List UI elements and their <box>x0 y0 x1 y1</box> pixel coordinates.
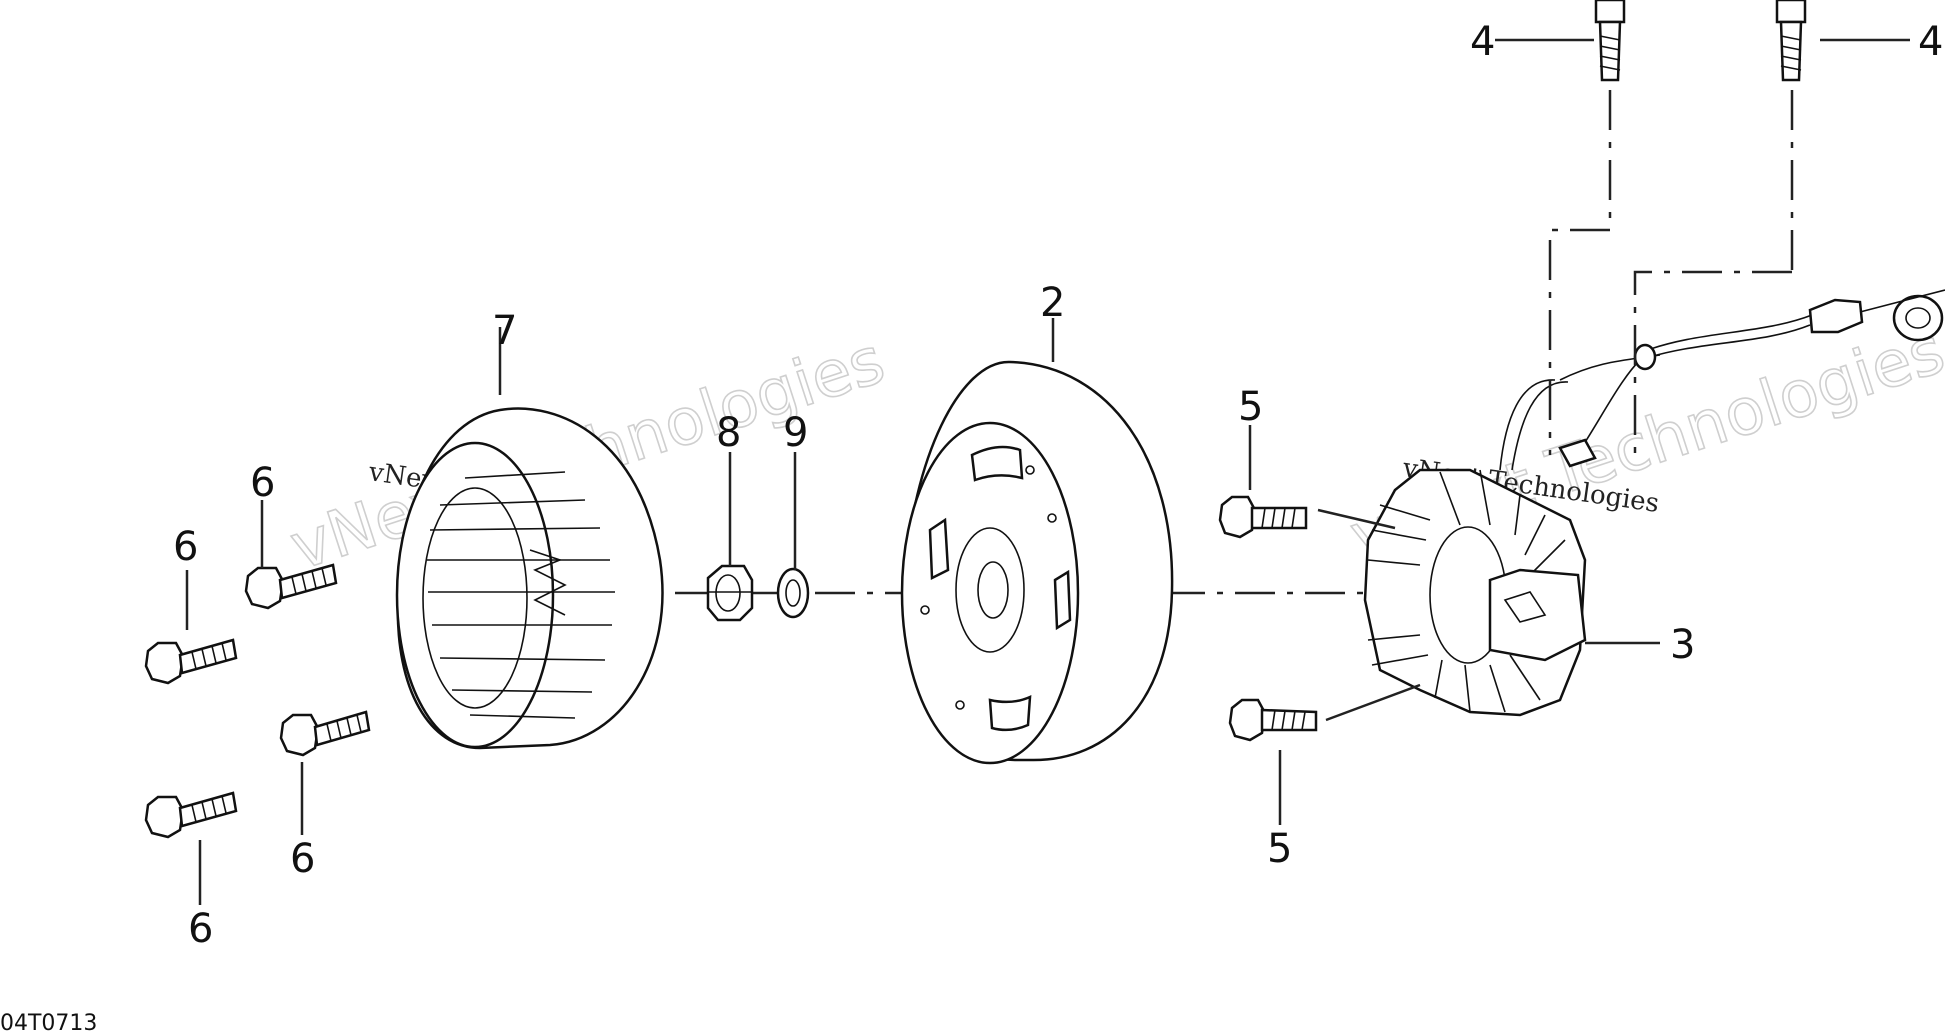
bolt-5-upper <box>1218 495 1308 539</box>
callout-6-b: 6 <box>173 524 198 570</box>
callout-2: 2 <box>1040 280 1065 326</box>
callout-3: 3 <box>1670 622 1695 668</box>
flywheel-rotor <box>900 360 1174 765</box>
callout-9: 9 <box>783 410 808 456</box>
callout-6-c: 6 <box>290 836 315 882</box>
stator <box>1363 289 1945 717</box>
flange-nut <box>706 564 754 622</box>
bolt-6-c <box>279 710 371 757</box>
callout-7: 7 <box>492 308 517 354</box>
bolt-6-a <box>244 563 338 610</box>
leader-lines <box>185 38 1910 905</box>
washer <box>776 567 810 619</box>
callout-8: 8 <box>716 410 741 456</box>
bolt-6-b <box>144 638 238 685</box>
callout-4-left: 4 <box>1470 19 1495 65</box>
callout-6-d: 6 <box>188 906 213 952</box>
bolt-5-lower <box>1228 698 1318 742</box>
screw-4-left <box>1594 0 1626 82</box>
screw-4-right <box>1775 0 1807 82</box>
callout-5-lower: 5 <box>1267 826 1292 872</box>
cooling-fan <box>395 407 664 750</box>
callouts: 2 3 4 4 5 5 6 6 6 6 7 8 9 <box>173 19 1943 952</box>
callout-5-upper: 5 <box>1238 384 1263 430</box>
drawing-code: 04T0713 <box>0 1011 97 1032</box>
bolt-6-d <box>144 791 238 839</box>
callout-6-a: 6 <box>250 460 275 506</box>
callout-4-right: 4 <box>1918 19 1943 65</box>
